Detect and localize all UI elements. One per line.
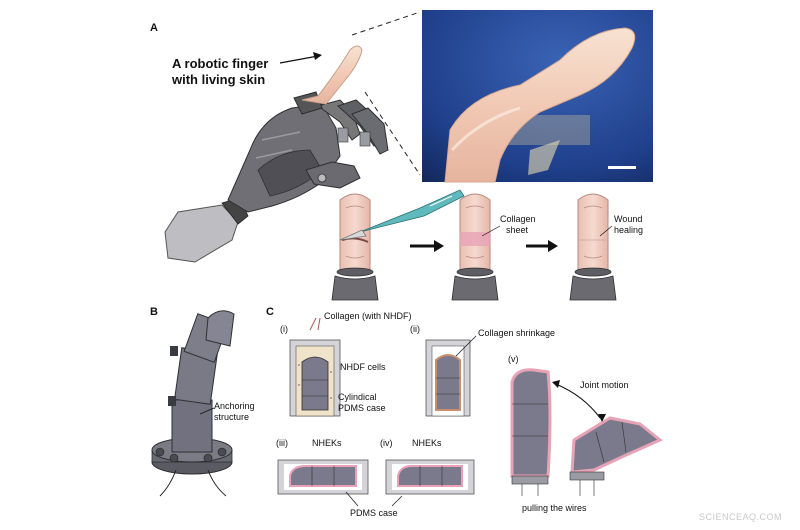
nhdf-cells-label: NHDF cells bbox=[340, 362, 386, 372]
joint-motion-label: Joint motion bbox=[580, 380, 629, 390]
step-i-diagram bbox=[289, 317, 341, 417]
step-arrow-1 bbox=[410, 240, 444, 252]
step-ii-label: (ii) bbox=[410, 324, 420, 334]
pdms-case-label-line1: Cylindical bbox=[338, 392, 377, 402]
zoom-line-top bbox=[351, 11, 421, 36]
finger-photo bbox=[422, 10, 653, 183]
nheks-label-iii: NHEKs bbox=[312, 438, 342, 448]
nheks-label-iv: NHEKs bbox=[412, 438, 442, 448]
pdms-case-label: PDMS case bbox=[350, 508, 398, 518]
panel-letter-c: C bbox=[266, 306, 274, 318]
panel-letter-b: B bbox=[150, 306, 158, 318]
collagen-sheet-label-line1: Collagen bbox=[500, 214, 536, 224]
step-iv-label: (iv) bbox=[380, 438, 393, 448]
collagen-sheet-label-line2: sheet bbox=[506, 225, 529, 235]
anchoring-structure-label-line1: Anchoring bbox=[214, 401, 255, 411]
scalpel bbox=[339, 189, 465, 241]
zoom-line-bottom bbox=[364, 91, 421, 176]
panel-letter-a: A bbox=[150, 22, 158, 34]
pdms-case-label-line2: PDMS case bbox=[338, 403, 386, 413]
collagen-nhdf-label: Collagen (with NHDF) bbox=[324, 311, 412, 321]
wound-finger-2 bbox=[451, 193, 499, 301]
collagen-shrinkage-label: Collagen shrinkage bbox=[478, 328, 556, 338]
scale-bar bbox=[608, 166, 636, 169]
panel-a-title-line2: with living skin bbox=[172, 72, 266, 87]
step-ii-diagram bbox=[425, 339, 471, 417]
wound-healing-label-line1: Wound bbox=[614, 214, 643, 224]
anchoring-structure-label-line2: structure bbox=[214, 412, 250, 422]
anchoring-finger-model bbox=[151, 310, 235, 497]
step-v-label: (v) bbox=[508, 354, 519, 364]
step-iv-diagram bbox=[385, 459, 475, 495]
wound-finger-3 bbox=[569, 193, 617, 301]
step-i-label: (i) bbox=[280, 324, 288, 334]
step-v-diagram bbox=[510, 368, 663, 496]
robotic-hand bbox=[164, 45, 389, 263]
step-iii-diagram bbox=[277, 459, 369, 495]
step-iii-label: (iii) bbox=[276, 438, 288, 448]
pulling-wires-label: pulling the wires bbox=[522, 503, 587, 513]
step-arrow-2 bbox=[526, 240, 558, 252]
watermark: SCIENCEAQ.COM bbox=[698, 512, 782, 522]
panel-a-title-line1: A robotic finger bbox=[172, 56, 269, 71]
wound-finger-1 bbox=[331, 193, 379, 301]
wound-healing-label-line2: healing bbox=[614, 225, 644, 235]
finger-pointer-arrow bbox=[279, 55, 319, 64]
